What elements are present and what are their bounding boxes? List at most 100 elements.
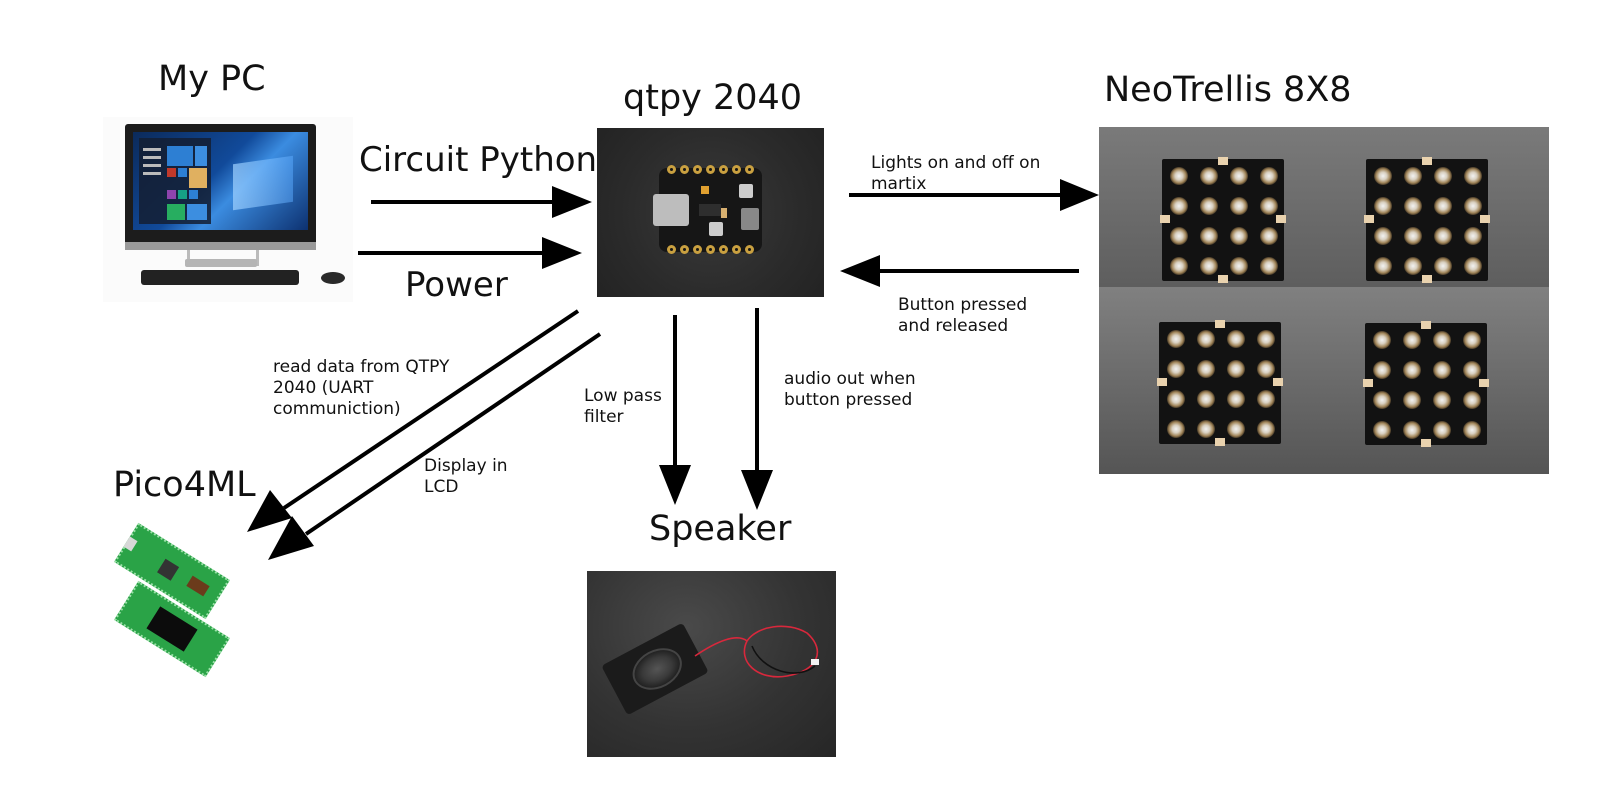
- neotrellis-led: [1170, 197, 1188, 215]
- neotrellis-led: [1200, 227, 1218, 245]
- speaker-title: Speaker: [649, 509, 792, 549]
- arrow-pc-to-qtpy-circuitpython: [371, 186, 592, 218]
- neotrellis-connector-tab: [1363, 379, 1373, 387]
- neotrellis-led: [1373, 391, 1391, 409]
- neotrellis-led: [1257, 390, 1275, 408]
- neotrellis-image: [1099, 127, 1549, 474]
- monitor-stand: [187, 250, 259, 266]
- edge-label-circuit-python: Circuit Python: [359, 140, 598, 180]
- neotrellis-panel: [1363, 321, 1489, 447]
- neotrellis-connector-tab: [1422, 157, 1432, 165]
- neotrellis-led: [1373, 421, 1391, 439]
- neotrellis-led: [1434, 167, 1452, 185]
- edge-label-low-pass: Low pass filter: [584, 386, 662, 427]
- neotrellis-led: [1260, 197, 1278, 215]
- neotrellis-led: [1257, 360, 1275, 378]
- arrow-qtpy-to-neotrellis: [849, 179, 1099, 211]
- neotrellis-led: [1230, 227, 1248, 245]
- neotrellis-connector-tab: [1479, 379, 1489, 387]
- neotrellis-led: [1404, 257, 1422, 275]
- edge-label-power: Power: [405, 265, 508, 305]
- neotrellis-led: [1403, 331, 1421, 349]
- neotrellis-led: [1257, 420, 1275, 438]
- neotrellis-led: [1403, 421, 1421, 439]
- neotrellis-led: [1200, 197, 1218, 215]
- start-menu: [139, 138, 211, 224]
- neotrellis-led: [1197, 420, 1215, 438]
- neotrellis-connector-tab: [1276, 215, 1286, 223]
- neotrellis-led: [1464, 257, 1482, 275]
- arrow-qtpy-to-pico-uart: [247, 309, 580, 532]
- neotrellis-led: [1167, 390, 1185, 408]
- neotrellis-led: [1433, 331, 1451, 349]
- arrow-qtpy-to-speaker-audio: [741, 308, 773, 510]
- neotrellis-led: [1200, 167, 1218, 185]
- pico4ml-title: Pico4ML: [113, 465, 256, 505]
- neotrellis-connector-tab: [1364, 215, 1374, 223]
- neotrellis-panel: [1364, 157, 1490, 283]
- neotrellis-connector-tab: [1215, 438, 1225, 446]
- neotrellis-led: [1434, 197, 1452, 215]
- neotrellis-led: [1374, 167, 1392, 185]
- reset-button: [709, 222, 723, 236]
- neotrellis-led: [1260, 167, 1278, 185]
- pc-image: [103, 117, 353, 302]
- neotrellis-led: [1227, 360, 1245, 378]
- speaker-image: [587, 571, 836, 757]
- pc-title: My PC: [158, 59, 266, 99]
- qtpy-board: [653, 165, 762, 254]
- arrow-qtpy-to-pico-lcd: [268, 332, 602, 560]
- neotrellis-led: [1404, 197, 1422, 215]
- keyboard: [141, 270, 299, 285]
- neotrellis-connector-tab: [1421, 321, 1431, 329]
- neotrellis-led: [1197, 330, 1215, 348]
- neotrellis-led: [1403, 361, 1421, 379]
- neotrellis-led: [1167, 420, 1185, 438]
- neotrellis-led: [1170, 257, 1188, 275]
- neotrellis-led: [1260, 257, 1278, 275]
- mouse: [321, 272, 345, 284]
- neotrellis-connector-tab: [1273, 378, 1283, 386]
- neotrellis-led: [1167, 360, 1185, 378]
- neotrellis-connector-tab: [1218, 275, 1228, 283]
- arrow-pc-to-qtpy-power: [358, 237, 582, 269]
- boot-button: [739, 184, 753, 198]
- neotrellis-led: [1433, 361, 1451, 379]
- neotrellis-connector-tab: [1480, 215, 1490, 223]
- monitor-screen: [133, 132, 308, 230]
- neotrellis-led: [1374, 197, 1392, 215]
- neotrellis-led: [1463, 331, 1481, 349]
- neotrellis-led: [1373, 361, 1391, 379]
- neotrellis-led: [1463, 421, 1481, 439]
- neotrellis-led: [1197, 360, 1215, 378]
- neotrellis-led: [1464, 167, 1482, 185]
- neotrellis-led: [1403, 391, 1421, 409]
- neotrellis-led: [1170, 227, 1188, 245]
- neotrellis-led: [1230, 167, 1248, 185]
- usb-c-port: [653, 194, 689, 226]
- speaker-wires: [694, 625, 819, 678]
- monitor: [125, 124, 316, 246]
- neotrellis-led: [1434, 257, 1452, 275]
- neotrellis-connector-tab: [1218, 157, 1228, 165]
- neotrellis-led: [1230, 257, 1248, 275]
- neotrellis-led: [1373, 331, 1391, 349]
- qtpy-image: [597, 128, 824, 297]
- neotrellis-led: [1230, 197, 1248, 215]
- qtpy-title: qtpy 2040: [623, 78, 803, 118]
- neotrellis-connector-tab: [1157, 378, 1167, 386]
- arrow-neotrellis-to-qtpy: [840, 255, 1079, 287]
- neotrellis-connector-tab: [1422, 275, 1432, 283]
- neotrellis-led: [1257, 330, 1275, 348]
- edge-label-audio-out: audio out when button pressed: [784, 369, 916, 410]
- neotrellis-led: [1167, 330, 1185, 348]
- neotrellis-panel: [1157, 320, 1283, 446]
- edge-label-button-pressed: Button pressed and released: [898, 295, 1028, 336]
- neotrellis-led: [1227, 390, 1245, 408]
- neotrellis-led: [1200, 257, 1218, 275]
- neotrellis-connector-tab: [1215, 320, 1225, 328]
- neotrellis-led: [1374, 257, 1392, 275]
- arrow-qtpy-to-speaker-lpf: [659, 315, 691, 505]
- neotrellis-led: [1227, 420, 1245, 438]
